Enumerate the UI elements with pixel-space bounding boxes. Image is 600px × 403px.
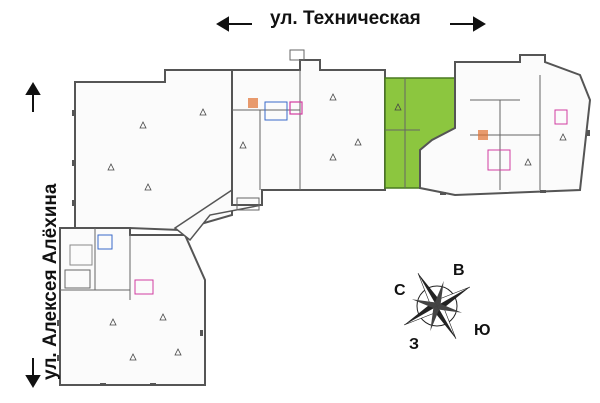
arrow-up-icon [25,82,41,112]
window-marks [57,110,590,386]
street-label-left: ул. Алексея Алёхина [40,183,61,380]
building-southwest-wing [59,227,206,386]
building-center-block [231,59,386,206]
arrow-right-icon [450,16,486,32]
compass-north-label: С [394,282,406,299]
arrow-down-icon [25,358,41,388]
compass-rose-icon [403,272,471,340]
plan-accents [64,49,568,295]
compass-east-label: В [453,262,465,279]
compass-west-label: З [409,336,420,353]
fixture-markers [107,93,567,361]
arrow-left-icon [216,16,252,32]
building-east-block [419,54,592,197]
compass-south-label: Ю [474,322,491,339]
street-label-top: ул. Техническая [270,8,421,29]
